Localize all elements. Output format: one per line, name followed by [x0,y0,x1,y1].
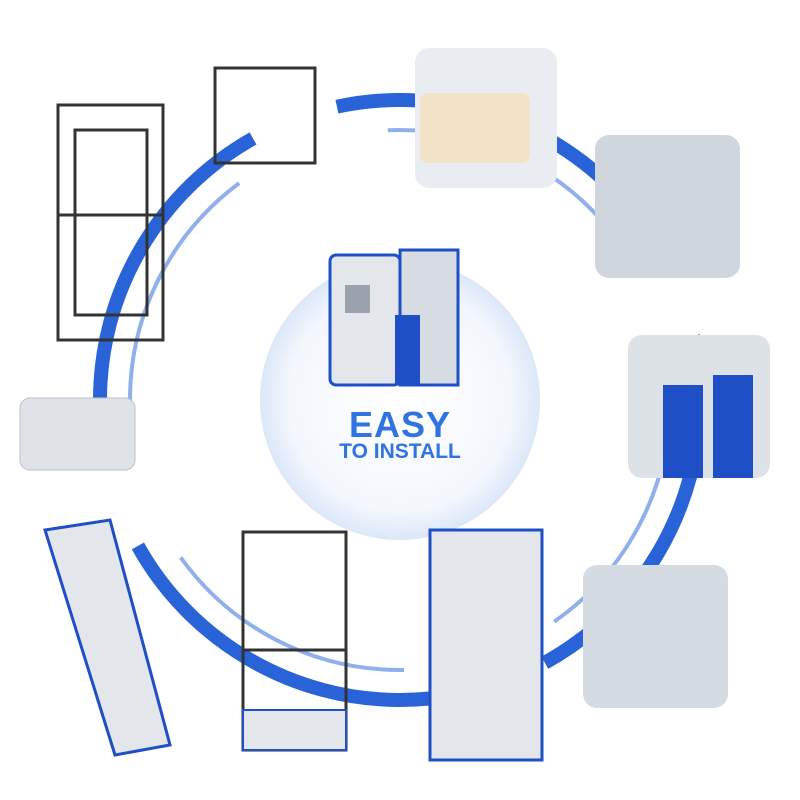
photo-zipper [583,565,728,708]
photo-wiring [595,135,740,278]
folded-cover [19,397,136,471]
tent-assembled [428,528,544,762]
headline-title: EASY [348,404,452,445]
frame-step-1 [213,66,317,165]
headline-subtitle: TO INSTALL [339,440,461,463]
tent-center [328,253,402,387]
photo-foot-pad [415,48,557,188]
tent-door-flap [395,315,420,385]
tent-window [345,285,370,313]
photo-pockets [628,335,770,478]
cover-laid-out [43,518,172,757]
frame-step-2 [56,103,165,342]
frame-base [242,709,347,751]
